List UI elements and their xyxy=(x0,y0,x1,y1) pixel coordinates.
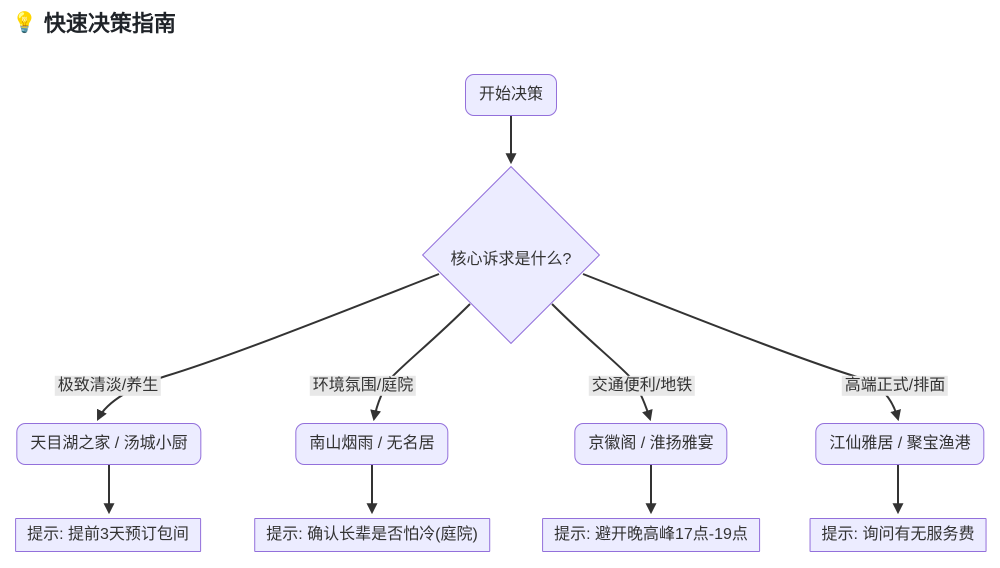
edge-label-branch-4: 高端正式/排面 xyxy=(841,375,949,397)
edge-label-branch-1: 极致清淡/养生 xyxy=(54,375,162,397)
node-tip-branch-4: 提示: 询问有无服务费 xyxy=(809,518,987,552)
node-restaurants-branch-4: 江仙雅居 / 聚宝渔港 xyxy=(815,423,985,465)
node-tip-branch-2: 提示: 确认长辈是否怕冷(庭院) xyxy=(254,518,490,552)
edge-label-branch-3: 交通便利/地铁 xyxy=(588,375,696,397)
page-title-text: 快速决策指南 xyxy=(43,11,176,36)
edge-decision-to-branch-4 xyxy=(582,273,901,422)
edge-decision-to-branch-1 xyxy=(97,273,440,421)
node-decision: 核心诉求是什么? xyxy=(450,251,572,268)
lightbulb-icon: 💡 xyxy=(12,10,37,34)
node-restaurants-branch-2: 南山烟雨 / 无名居 xyxy=(295,423,449,465)
page-title: 💡 快速决策指南 xyxy=(12,6,176,38)
edge-decision-to-branch-2 xyxy=(370,303,471,422)
node-tip-branch-1: 提示: 提前3天预订包间 xyxy=(15,518,201,552)
node-tip-branch-3: 提示: 避开晚高峰17点-19点 xyxy=(542,518,760,552)
edge-label-branch-2: 环境氛围/庭院 xyxy=(309,375,417,397)
node-start: 开始决策 xyxy=(464,74,558,116)
node-restaurants-branch-3: 京徽阁 / 淮扬雅宴 xyxy=(574,423,728,465)
node-restaurants-branch-1: 天目湖之家 / 汤城小厨 xyxy=(16,423,202,465)
edge-decision-to-branch-3 xyxy=(551,303,653,422)
